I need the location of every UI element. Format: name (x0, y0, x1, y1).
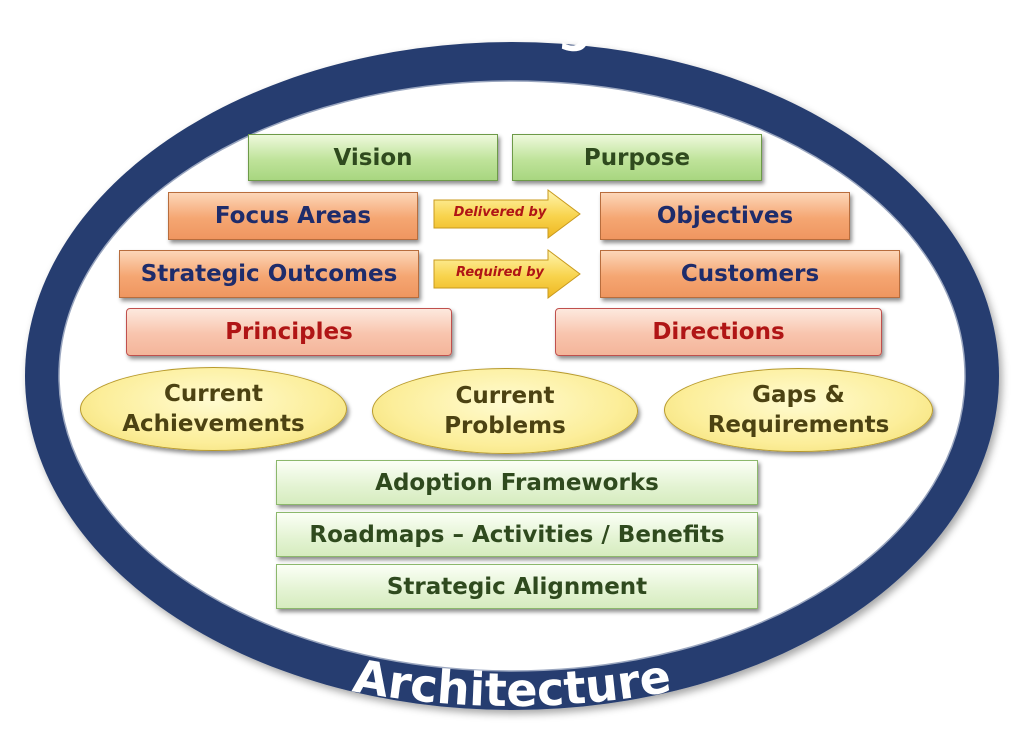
gaps-requirements-text: Gaps & Requirements (708, 380, 890, 440)
strategic-alignment-box: Strategic Alignment (276, 564, 758, 609)
adoption-frameworks-box: Adoption Frameworks (276, 460, 758, 505)
current-problems-oval: Current Problems (372, 368, 638, 454)
strategic-alignment-label: Strategic Alignment (386, 573, 648, 600)
objectives-label: Objectives (656, 203, 794, 229)
directions-label: Directions (652, 319, 785, 345)
gaps-requirements-line-1: Gaps & (752, 382, 845, 408)
delivered-by-arrow: Delivered by (432, 188, 584, 240)
current-achievements-line-2: Achievements (122, 411, 305, 437)
principles-box: Principles (126, 308, 452, 356)
principles-label: Principles (225, 319, 353, 345)
objectives-box: Objectives (600, 192, 850, 240)
ring-inner-edge (58, 80, 966, 672)
required-by-arrow: Required by (432, 248, 584, 300)
roadmaps-label: Roadmaps – Activities / Benefits (309, 521, 725, 548)
customers-label: Customers (680, 261, 820, 287)
current-problems-line-1: Current (455, 383, 555, 409)
vision-box: Vision (248, 134, 498, 181)
delivered-by-arrow-shape (433, 189, 581, 239)
purpose-box: Purpose (512, 134, 762, 181)
delivered-by-label: Delivered by (453, 204, 547, 220)
current-problems-line-2: Problems (444, 413, 566, 439)
required-by-arrow-shape (433, 249, 581, 299)
customers-box: Customers (600, 250, 900, 298)
vision-label: Vision (333, 144, 413, 171)
current-problems-text: Current Problems (444, 381, 566, 441)
current-achievements-line-1: Current (164, 381, 263, 407)
roadmaps-box: Roadmaps – Activities / Benefits (276, 512, 758, 557)
current-achievements-text: Current Achievements (122, 379, 305, 439)
directions-box: Directions (555, 308, 882, 356)
focus-areas-label: Focus Areas (214, 203, 372, 229)
current-achievements-oval: Current Achievements (80, 367, 347, 451)
gaps-requirements-line-2: Requirements (707, 412, 890, 438)
required-by-label: Required by (455, 264, 545, 280)
strategic-outcomes-box: Strategic Outcomes (119, 250, 419, 298)
gaps-requirements-oval: Gaps & Requirements (664, 368, 933, 452)
purpose-label: Purpose (583, 144, 691, 171)
focus-areas-box: Focus Areas (168, 192, 418, 240)
adoption-frameworks-label: Adoption Frameworks (375, 469, 659, 496)
strategic-outcomes-label: Strategic Outcomes (140, 261, 398, 287)
